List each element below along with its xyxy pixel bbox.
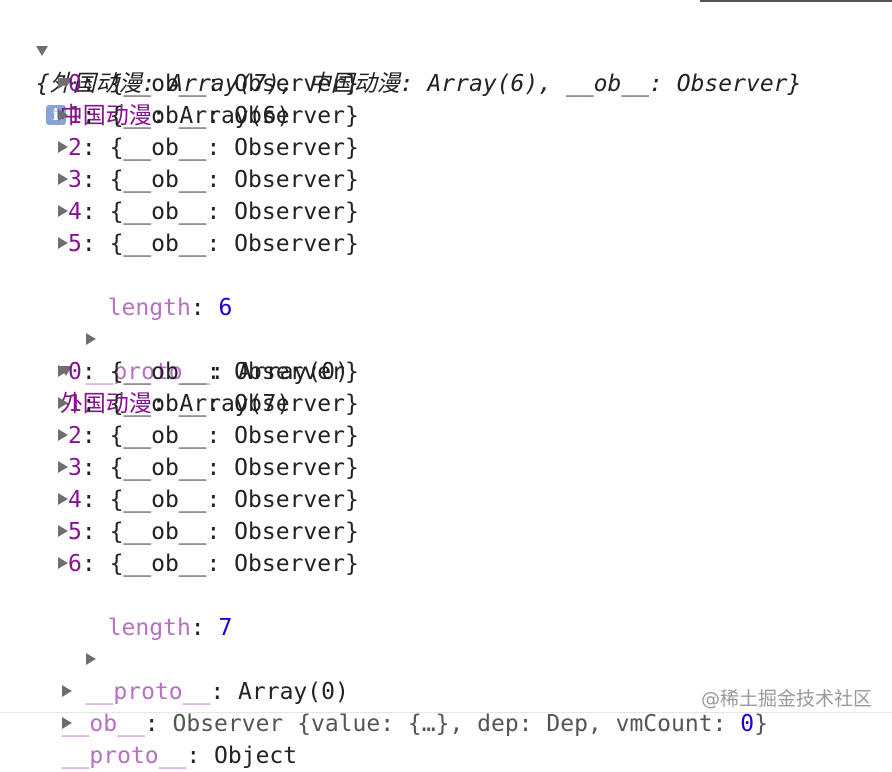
item-value: {__ob__: Observer} — [109, 519, 359, 545]
array-item-row[interactable]: 3: {__ob__: Observer} — [58, 164, 359, 196]
foreign-array-row[interactable]: 外国动漫: Array(7) — [32, 324, 290, 417]
collapsed-triangle-icon[interactable] — [58, 76, 68, 89]
item-index: 2 — [68, 423, 82, 449]
item-value: {__ob__: Observer} — [109, 487, 359, 513]
collapsed-triangle-icon[interactable] — [58, 428, 68, 441]
item-index: 0 — [68, 359, 82, 385]
collapsed-triangle-icon[interactable] — [58, 460, 68, 473]
collapsed-triangle-icon[interactable] — [85, 652, 96, 665]
collapsed-triangle-icon[interactable] — [58, 236, 68, 249]
collapsed-triangle-icon[interactable] — [85, 332, 96, 345]
property-value: 7 — [218, 615, 233, 641]
china-proto-row[interactable]: __proto__: Array(0) — [58, 292, 349, 385]
collapsed-triangle-icon[interactable] — [61, 716, 72, 729]
root-proto-row[interactable]: __proto__: Object — [34, 676, 297, 769]
array-item-row[interactable]: 3: {__ob__: Observer} — [58, 452, 359, 484]
expanded-triangle-icon[interactable] — [35, 45, 48, 56]
item-value: {__ob__: Observer} — [109, 71, 359, 97]
item-value: {__ob__: Observer} — [109, 135, 359, 161]
collapsed-triangle-icon[interactable] — [58, 492, 68, 505]
array-item-row[interactable]: 4: {__ob__: Observer} — [58, 196, 359, 228]
property-value: Array(0) — [238, 679, 349, 705]
array-item-row[interactable]: 2: {__ob__: Observer} — [58, 132, 359, 164]
item-value: {__ob__: Observer} — [109, 231, 359, 257]
property-value: Object — [214, 743, 298, 769]
array-item-row[interactable]: 4: {__ob__: Observer} — [58, 484, 359, 516]
array-item-row[interactable]: 1: {__ob__: Observer} — [58, 388, 359, 420]
item-value: {__ob__: Observer} — [109, 199, 359, 225]
item-index: 0 — [68, 71, 82, 97]
item-value: {__ob__: Observer} — [109, 359, 359, 385]
collapsed-triangle-icon[interactable] — [58, 364, 68, 377]
china-length-row: length: 6 — [107, 295, 233, 321]
property-key: length — [107, 615, 191, 641]
item-index: 5 — [68, 231, 82, 257]
item-index: 1 — [68, 391, 82, 417]
summary-text: {外国动漫: Array(7), 中国动漫: Array(6), __ob__:… — [35, 71, 802, 97]
collapsed-triangle-icon[interactable] — [58, 556, 68, 569]
collapsed-triangle-icon[interactable] — [58, 108, 68, 121]
bottom-divider — [0, 712, 892, 713]
item-value: {__ob__: Observer} — [109, 103, 359, 129]
item-index: 2 — [68, 135, 82, 161]
top-edge-line — [700, 0, 892, 2]
collapsed-triangle-icon[interactable] — [58, 204, 68, 217]
item-index: 6 — [68, 551, 82, 577]
item-index: 4 — [68, 487, 82, 513]
item-value: {__ob__: Observer} — [109, 391, 359, 417]
watermark-text: @稀土掘金技术社区 — [700, 688, 872, 710]
property-value: Observer {value: {…}, dep: Dep, vmCount:… — [172, 711, 768, 737]
property-key: __proto__ — [85, 359, 211, 385]
collapsed-triangle-icon[interactable] — [58, 524, 68, 537]
item-index: 5 — [68, 519, 82, 545]
array-item-row[interactable]: 0: {__ob__: Observer} — [58, 68, 359, 100]
item-value: {__ob__: Observer} — [109, 423, 359, 449]
property-key: __ob__ — [61, 711, 145, 737]
item-index: 3 — [68, 455, 82, 481]
property-key: 中国动漫 — [59, 103, 152, 129]
property-key: __proto__ — [61, 743, 187, 769]
property-key: __proto__ — [85, 679, 211, 705]
property-value: Array(0) — [238, 359, 349, 385]
item-value: {__ob__: Observer} — [109, 455, 359, 481]
collapsed-triangle-icon[interactable] — [58, 396, 68, 409]
item-value: {__ob__: Observer} — [109, 167, 359, 193]
item-index: 3 — [68, 167, 82, 193]
array-item-row[interactable]: 1: {__ob__: Observer} — [58, 100, 359, 132]
collapsed-triangle-icon[interactable] — [61, 684, 72, 697]
array-item-row[interactable]: 6: {__ob__: Observer} — [58, 548, 359, 580]
foreign-length-row: length: 7 — [107, 615, 233, 641]
item-index: 4 — [68, 199, 82, 225]
foreign-proto-row[interactable]: __proto__: Array(0) — [58, 612, 349, 705]
collapsed-triangle-icon[interactable] — [58, 172, 68, 185]
ob-row[interactable]: __ob__: Observer {value: {…}, dep: Dep, … — [34, 644, 768, 737]
root-object-summary[interactable]: {外国动漫: Array(7), 中国动漫: Array(6), __ob__:… — [8, 4, 801, 125]
china-array-row[interactable]: 中国动漫: Array(6) — [32, 36, 290, 129]
array-item-row[interactable]: 2: {__ob__: Observer} — [58, 420, 359, 452]
array-item-row[interactable]: 5: {__ob__: Observer} — [58, 228, 359, 260]
array-item-row[interactable]: 5: {__ob__: Observer} — [58, 516, 359, 548]
property-value: Array(6) — [179, 103, 291, 129]
property-key: 外国动漫 — [59, 391, 152, 417]
array-item-row[interactable]: 0: {__ob__: Observer} — [58, 356, 359, 388]
property-key: length — [107, 295, 191, 321]
property-value: 6 — [218, 295, 233, 321]
collapsed-triangle-icon[interactable] — [58, 140, 68, 153]
item-value: {__ob__: Observer} — [109, 551, 359, 577]
item-index: 1 — [68, 103, 82, 129]
property-value: Array(7) — [179, 391, 291, 417]
